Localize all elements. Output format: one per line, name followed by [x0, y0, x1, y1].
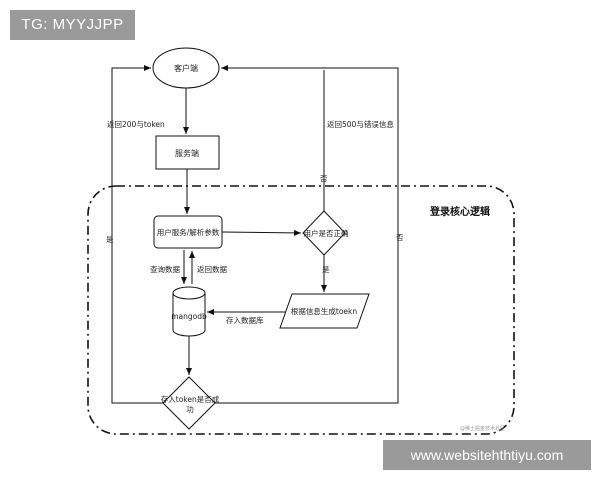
server-node	[155, 135, 220, 170]
edge-storecheck-client-no	[215, 65, 399, 404]
edge-label-yes-left: 是	[106, 235, 114, 244]
edge-label-return-200: 返回200与token	[107, 120, 165, 129]
store-check-label-1: 存入token是否成	[161, 394, 220, 404]
user-check-label: 用户是否正确	[304, 228, 349, 238]
edge-label-return-500: 返回500与错误信息	[327, 119, 394, 129]
edge-label-no-top: 否	[320, 174, 328, 183]
gen-token-label: 根据信息生成toekn	[291, 306, 357, 316]
client-label: 客户端	[174, 63, 198, 73]
mongodb-label: mangodb	[171, 312, 207, 321]
gen-token-node	[279, 293, 370, 329]
watermark-text: @稀土掘金技术社区	[460, 425, 505, 432]
site-url-badge: www.websitehthtiyu.com	[383, 440, 591, 470]
server-label: 服务端	[175, 148, 199, 158]
edge-parse-check	[221, 229, 302, 236]
edge-label-no-right: 否	[396, 233, 404, 242]
mongodb-node	[172, 286, 206, 337]
edge-label-yes-down: 是	[322, 265, 330, 274]
edge-label-query: 查询数据	[150, 264, 180, 274]
region-title: 登录核心逻辑	[429, 205, 490, 218]
core-logic-region	[87, 185, 515, 435]
tg-badge: TG: MYYJJPP	[10, 10, 135, 40]
store-check-label-2: 功	[186, 404, 194, 414]
edge-label-return-data: 返回数据	[197, 264, 227, 274]
edge-label-store-db: 存入数据库	[226, 315, 264, 325]
edge-storecheck-client-yes	[111, 65, 163, 404]
parse-label: 用户服务/解析参数	[157, 227, 220, 237]
store-check-node	[162, 376, 216, 430]
